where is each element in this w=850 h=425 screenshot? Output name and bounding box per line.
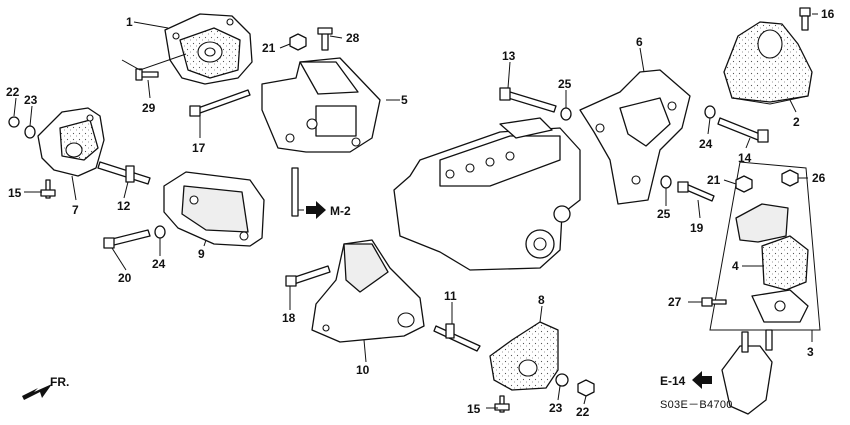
- bolt-20: [103, 229, 151, 249]
- part-3-4-mount-assembly: [709, 161, 821, 415]
- washer-24b: [704, 105, 716, 119]
- part-7-left-mount: [37, 107, 105, 177]
- callout-19: 19: [690, 221, 704, 235]
- e14-reference-arrow: [692, 371, 712, 389]
- part-9-transmission-bracket: [163, 171, 265, 247]
- callout-28: 28: [346, 31, 360, 45]
- part-5-stopper-bracket: [261, 57, 381, 153]
- leader-lines: [13, 13, 818, 409]
- callout-25b: 25: [657, 207, 671, 221]
- bolt-28: [317, 27, 333, 51]
- callout-26: 26: [812, 171, 826, 185]
- callout-29: 29: [142, 101, 156, 115]
- callout-15a: 15: [8, 186, 22, 200]
- washer-22a: [8, 116, 20, 128]
- callout-14: 14: [738, 151, 752, 165]
- part-1-mount-bracket: [164, 13, 253, 85]
- part-6-side-bracket: [579, 69, 691, 205]
- nut-22b: [577, 379, 595, 397]
- front-direction-arrow: [22, 384, 52, 400]
- bolt-11: [433, 323, 481, 352]
- washer-23a: [24, 125, 36, 139]
- callout-10: 10: [356, 363, 370, 377]
- callout-22b: 22: [576, 405, 590, 419]
- callout-23b: 23: [549, 401, 563, 415]
- callout-9: 9: [198, 247, 205, 261]
- callout-11: 11: [444, 289, 457, 303]
- washer-23b: [555, 373, 569, 387]
- bolt-21-nut: [289, 33, 307, 51]
- callout-15b: 15: [467, 402, 481, 416]
- nut-26: [781, 169, 799, 187]
- e14-reference-label: E-14: [660, 374, 686, 388]
- diagram-code: S03E－B4700: [660, 399, 733, 411]
- callout-16: 16: [821, 7, 835, 21]
- bolt-17: [189, 89, 251, 117]
- stud-m2: [291, 167, 299, 217]
- bolt-19: [677, 181, 715, 202]
- callout-21b: 21: [707, 173, 721, 187]
- callout-21a: 21: [262, 41, 276, 55]
- callout-2: 2: [793, 115, 800, 129]
- washer-25a: [560, 107, 572, 121]
- part-8-small-mount: [489, 321, 559, 391]
- callout-17: 17: [192, 141, 206, 155]
- callout-3: 3: [807, 345, 814, 359]
- front-label: FR.: [50, 375, 69, 389]
- callout-23a: 23: [24, 93, 38, 107]
- callout-18: 18: [282, 311, 296, 325]
- bolt-12: [97, 161, 151, 185]
- washer-24a: [154, 225, 166, 239]
- engine-block: [393, 117, 581, 271]
- callout-1: 1: [126, 15, 133, 29]
- callout-6: 6: [636, 35, 643, 49]
- part-10-lower-bracket: [311, 239, 425, 343]
- bolt-18: [285, 265, 331, 287]
- callout-24a: 24: [152, 257, 166, 271]
- callout-7: 7: [72, 203, 79, 217]
- callout-4: 4: [732, 259, 739, 273]
- callout-8: 8: [538, 293, 545, 307]
- bolt-14: [717, 117, 769, 143]
- callout-25a: 25: [558, 77, 572, 91]
- callout-5: 5: [401, 93, 408, 107]
- bolt-15b: [494, 395, 510, 413]
- callout-12: 12: [117, 199, 131, 213]
- bolt-29: [135, 68, 159, 81]
- callout-24b: 24: [699, 137, 713, 151]
- bolt-15a: [40, 179, 56, 199]
- nut-21b: [735, 175, 753, 193]
- bolt-13: [499, 87, 557, 113]
- callout-27: 27: [668, 295, 682, 309]
- callout-22a: 22: [6, 85, 20, 99]
- washer-25b: [660, 175, 672, 189]
- part-2-rear-mount: [723, 21, 813, 105]
- callout-20: 20: [118, 271, 132, 285]
- m2-reference-arrow: [306, 201, 326, 219]
- bolt-16: [799, 7, 811, 31]
- m2-reference-label: M-2: [330, 204, 351, 218]
- callout-13: 13: [502, 49, 516, 63]
